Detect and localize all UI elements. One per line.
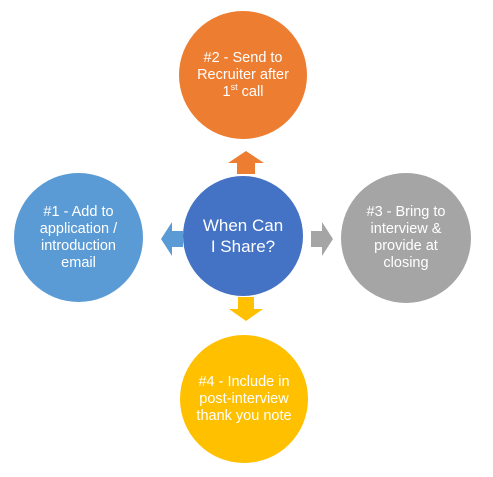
step-2-label: #2 - Send to Recruiter after 1st call: [179, 50, 307, 101]
step-3-circle: #3 - Bring to interview & provide at clo…: [341, 173, 471, 303]
arrow-up-shape: [228, 151, 264, 174]
arrow-down-icon: [229, 297, 263, 321]
step-3-label: #3 - Bring to interview & provide at clo…: [366, 204, 446, 271]
step-4-circle: #4 - Include in post-interview thank you…: [180, 335, 308, 463]
center-label: When Can I Share?: [202, 216, 284, 256]
center-circle: When Can I Share?: [183, 176, 303, 296]
arrow-up-icon: [228, 151, 264, 174]
step-2-label-main: #2 - Send to Recruiter after 1: [197, 49, 289, 100]
step-1-label: #1 - Add to application / introduction e…: [39, 203, 118, 271]
arrow-left-shape: [161, 222, 183, 256]
step-1-circle: #1 - Add to application / introduction e…: [14, 173, 143, 302]
step-4-label: #4 - Include in post-interview thank you…: [196, 373, 292, 424]
step-2-label-sup: st: [230, 81, 238, 92]
step-2-label-end: call: [237, 83, 264, 100]
step-2-circle: #2 - Send to Recruiter after 1st call: [179, 11, 307, 139]
arrow-down-shape: [229, 297, 263, 321]
arrow-left-icon: [161, 222, 183, 256]
arrow-right-shape: [311, 222, 333, 256]
arrow-right-icon: [311, 222, 333, 256]
